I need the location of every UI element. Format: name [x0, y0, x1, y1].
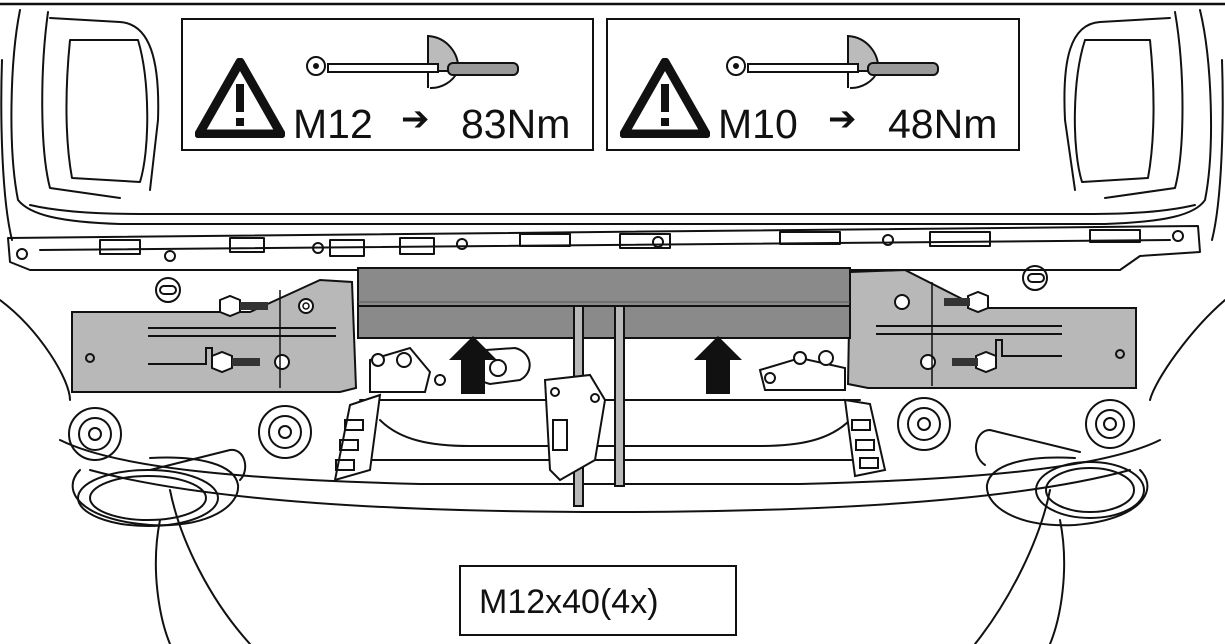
bolt-size-label: M10 [718, 101, 798, 147]
torque-value-label: 48Nm [888, 101, 998, 147]
bumper-contour [0, 299, 1225, 644]
rear-cross-member [7, 225, 1201, 303]
exhaust-left [68, 405, 312, 527]
lower-brackets [333, 346, 887, 482]
bolt-callout-label: M12x40(4x) [479, 583, 659, 621]
warning-triangle-icon [195, 58, 285, 138]
car-body-outline [0, 9, 1224, 241]
bolt-callout-box: M12x40(4x) [459, 565, 737, 636]
torque-spec-box: M12 ➔ 83Nm [181, 18, 594, 151]
bolt-size-label: M12 [293, 101, 373, 147]
exhaust-right [897, 397, 1149, 527]
torque-wrench-icon [306, 34, 519, 90]
left-mounting-plate [71, 278, 358, 393]
arrow-glyph: ➔ [828, 100, 857, 138]
right-mounting-plate [846, 268, 1137, 389]
up-arrow-icon [449, 336, 497, 394]
up-arrow-icon [694, 336, 742, 394]
torque-wrench-icon [726, 34, 939, 90]
towbar-crossbar [357, 267, 851, 339]
torque-spec-box: M10 ➔ 48Nm [606, 18, 1020, 151]
arrow-glyph: ➔ [401, 100, 430, 138]
torque-value-label: 83Nm [461, 101, 571, 147]
warning-triangle-icon [620, 58, 710, 138]
